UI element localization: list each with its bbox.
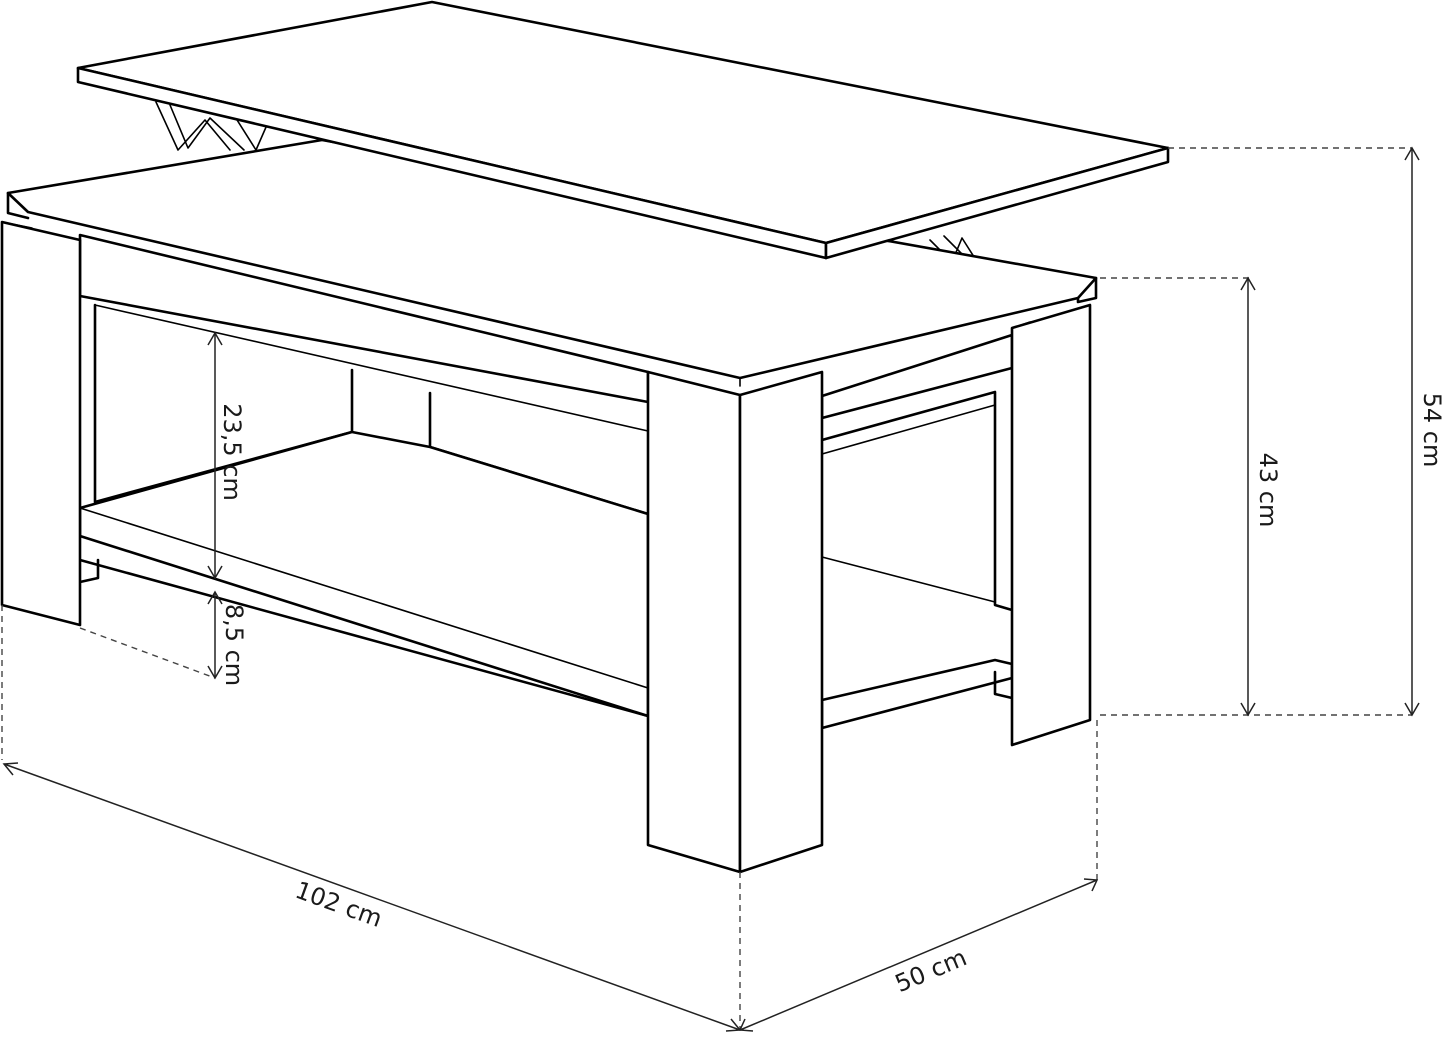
extension-lines bbox=[1, 147, 1412, 1030]
label-floor-clearance: 8,5 cm bbox=[220, 604, 248, 686]
dimension-shelf-clearance bbox=[207, 331, 223, 580]
dimension-floor-clearance bbox=[207, 590, 223, 680]
dimension-lifted-height bbox=[1404, 146, 1420, 717]
label-lifted-height: 54 cm bbox=[1418, 393, 1445, 468]
dimension-depth bbox=[738, 878, 1099, 1032]
label-shelf-clearance: 23,5 cm bbox=[218, 403, 246, 501]
dimension-table-height bbox=[1240, 276, 1256, 717]
leg-front-left bbox=[0, 220, 82, 627]
label-table-height: 43 cm bbox=[1254, 453, 1282, 528]
leg-back-right bbox=[1010, 303, 1092, 747]
lifted-top bbox=[76, 0, 1170, 260]
dimension-width bbox=[2, 762, 742, 1032]
leg-front-right bbox=[646, 370, 824, 874]
label-depth: 50 cm bbox=[891, 943, 971, 998]
